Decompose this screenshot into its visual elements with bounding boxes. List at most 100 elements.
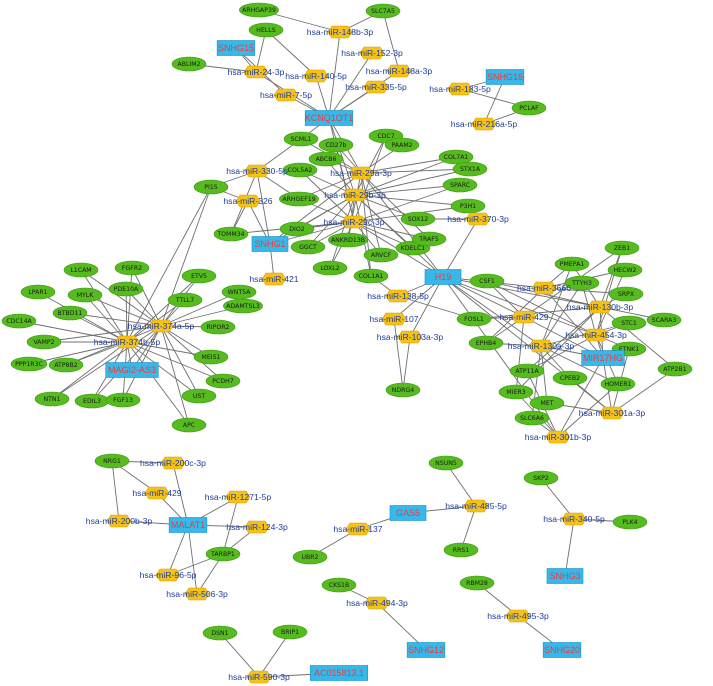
- gene-node-met: MET: [529, 395, 565, 411]
- gene-ellipse: [498, 384, 534, 400]
- mirna-node-m370: hsa-miR-370-3p: [447, 212, 509, 226]
- gene-ellipse: [385, 382, 421, 398]
- edge-cdc7-m29c: [353, 135, 387, 223]
- mirna-hexagon: [587, 300, 613, 314]
- lncrna-box: [389, 505, 427, 521]
- gene-ellipse: [456, 311, 492, 327]
- gene-ellipse: [552, 370, 588, 386]
- gene-ellipse: [459, 575, 495, 591]
- edge-snhg12-m494: [376, 602, 427, 651]
- edge-ggct-m29b: [307, 194, 356, 248]
- mirna-node-m103a: hsa-miR-103a-3p: [377, 330, 443, 344]
- lncrna-box: [424, 269, 462, 285]
- gene-ellipse: [105, 392, 141, 408]
- gene-node-hells: HELLS: [248, 22, 284, 38]
- mirna-label: hsa-miR-454-3p: [565, 330, 627, 340]
- mirna-hexagon: [545, 430, 571, 444]
- edge-snhg3-m340: [564, 518, 575, 577]
- mirna-node-m130b: hsa-miR-130b-3p: [567, 300, 634, 314]
- gene-label: ARHGEF19: [282, 196, 315, 203]
- edge-hells-m140: [265, 29, 317, 77]
- gene-node-ntn1: NTN1: [34, 391, 70, 407]
- mirna-node-m148a: hsa-miR-148a-3p: [366, 64, 433, 78]
- gene-node-cd27b: CD27b: [318, 137, 354, 153]
- gene-label: SOX12: [408, 216, 429, 223]
- mirna-hexagon: [114, 335, 140, 349]
- lncrna-box: [251, 236, 289, 252]
- mirna-hexagon: [303, 69, 329, 83]
- gene-label: HOMER1: [604, 381, 631, 388]
- lncrna-node-malat1: MALAT1: [168, 517, 208, 533]
- lncrna-node-snhg12: SNHG12: [406, 642, 446, 658]
- gene-label: NDRG4: [392, 387, 414, 394]
- gene-ellipse: [308, 151, 344, 167]
- gene-ellipse: [509, 363, 545, 379]
- mirna-node-m200b: hsa-miR-200b-3p: [86, 514, 152, 528]
- gene-label: DSN1: [211, 630, 228, 637]
- gene-node-stx1a: STX1A: [452, 161, 488, 177]
- gene-label: NRG1: [103, 458, 121, 465]
- mirna-label: hsa-miR-301b-3p: [525, 432, 592, 442]
- gene-label: SPARC: [450, 182, 470, 189]
- mirna-hexagon: [511, 310, 537, 324]
- gene-label: ABLIM2: [177, 61, 200, 68]
- gene-label: COL5A2: [288, 167, 313, 174]
- gene-node-scml1: SCML1: [283, 131, 319, 147]
- edge-nsun5-m485: [445, 462, 477, 507]
- edge-ust-m374b: [126, 341, 200, 397]
- mirna-hexagon: [583, 328, 609, 342]
- mirna-node-m454: hsa-miR-454-3p: [565, 328, 627, 342]
- mirna-hexagon: [463, 499, 489, 513]
- gene-label: CSF1: [479, 278, 495, 285]
- mirna-node-m137: hsa-miR-137: [333, 522, 383, 536]
- mirna-label: hsa-miR-130b-3p: [567, 302, 634, 312]
- edge-cdc14a-m374b: [18, 320, 128, 343]
- lncrna-label: SNHG15: [218, 43, 254, 53]
- gene-label: ATP2B1: [663, 366, 686, 373]
- edge-h19-m130a: [442, 276, 542, 347]
- gene-label: CPEB2: [560, 375, 580, 382]
- gene-ellipse: [290, 239, 326, 255]
- mirna-hexagon: [155, 568, 181, 582]
- gene-node-ggct: GGCT: [290, 239, 326, 255]
- gene-ellipse: [94, 453, 130, 469]
- gene-label: APC: [183, 422, 195, 429]
- gene-ellipse: [442, 177, 478, 193]
- gene-node-apc: APC: [171, 417, 207, 433]
- mirna-node-m506: hsa-miR-506-3p: [166, 587, 228, 601]
- gene-label: SKP2: [533, 475, 549, 482]
- mirna-node-m140: hsa-miR-140-5p: [285, 69, 347, 83]
- gene-ellipse: [181, 388, 217, 404]
- mirna-label: hsa-miR-590-3p: [228, 672, 290, 682]
- mirna-node-m183: hsa-miR-183-5p: [429, 82, 491, 96]
- mirna-node-m130a: hsa-miR-130a-3p: [508, 339, 574, 353]
- gene-label: ANKRD13B: [331, 237, 365, 244]
- edge-ppp1r3c-m374b: [28, 341, 128, 365]
- edge-pmepa1-m130a: [540, 263, 573, 347]
- gene-ellipse: [514, 410, 550, 426]
- gene-node-slc7a5: SLC7A5: [365, 3, 401, 19]
- mirna-node-m495: hsa-miR-495-3p: [487, 609, 549, 623]
- mirna-node-m3666: hsa-miR-3666: [517, 281, 571, 295]
- gene-label: ADAMTSL3: [226, 303, 260, 310]
- mirna-hexagon: [144, 486, 170, 500]
- gene-label: ABCB6: [316, 156, 337, 163]
- edge-col5a2-m29c: [299, 169, 355, 223]
- gene-label: MET: [540, 400, 553, 407]
- lncrna-box: [216, 40, 256, 56]
- gene-ellipse: [438, 149, 474, 165]
- gene-label: FOSL1: [464, 316, 484, 323]
- gene-label: MEIS1: [202, 354, 221, 361]
- edge-col7a1-m29b: [354, 156, 457, 196]
- mirna-node-m340: hsa-miR-340-5p: [543, 512, 605, 526]
- mirna-hexagon: [225, 490, 251, 504]
- edge-malat1-m96: [167, 524, 189, 576]
- gene-ellipse: [193, 179, 229, 195]
- mirna-hexagon: [397, 330, 423, 344]
- mirna-label: hsa-miR-148a-3p: [366, 66, 433, 76]
- mirna-label: hsa-miR-24-3p: [228, 67, 285, 77]
- gene-node-arhgap39: ARHGAP39: [239, 2, 279, 18]
- gene-label: TTYH3: [571, 280, 592, 287]
- gene-label: CKS1B: [329, 582, 350, 589]
- gene-label: HECW2: [614, 267, 637, 274]
